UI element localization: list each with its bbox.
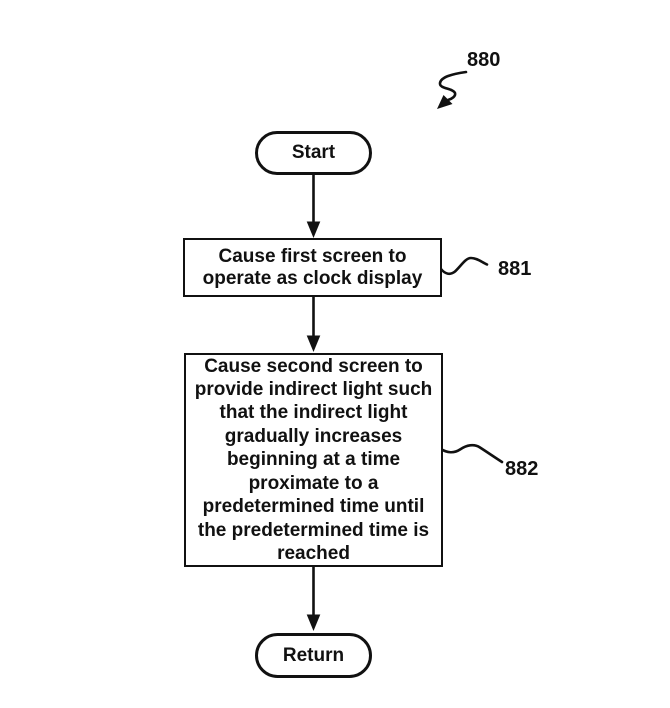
step-882-text: Cause second screen to provide indirect …: [194, 355, 433, 564]
step-882-ref-label: 882: [505, 458, 539, 480]
step-882-box: Cause second screen to provide indirect …: [184, 353, 443, 567]
ref-882-squiggle: [439, 443, 504, 464]
step-881-text: Cause first screen to operate as clock d…: [202, 245, 423, 289]
arrowhead-figure-ref: [437, 95, 453, 109]
step-881-box: Cause first screen to operate as clock d…: [183, 238, 442, 297]
arrowhead-882-to-return: [306, 614, 321, 631]
start-node-label: Start: [291, 142, 336, 163]
step-881-ref-label: 881: [498, 258, 532, 280]
figure-ref-squiggle-arrow: [438, 70, 468, 102]
figure-reference-label: 880: [467, 49, 501, 71]
return-node: Return: [255, 633, 372, 678]
arrowhead-881-to-882: [306, 335, 321, 352]
start-node: Start: [255, 131, 372, 175]
arrowhead-start-to-881: [306, 221, 321, 238]
return-node-label: Return: [282, 644, 345, 666]
ref-881-squiggle: [439, 256, 489, 276]
